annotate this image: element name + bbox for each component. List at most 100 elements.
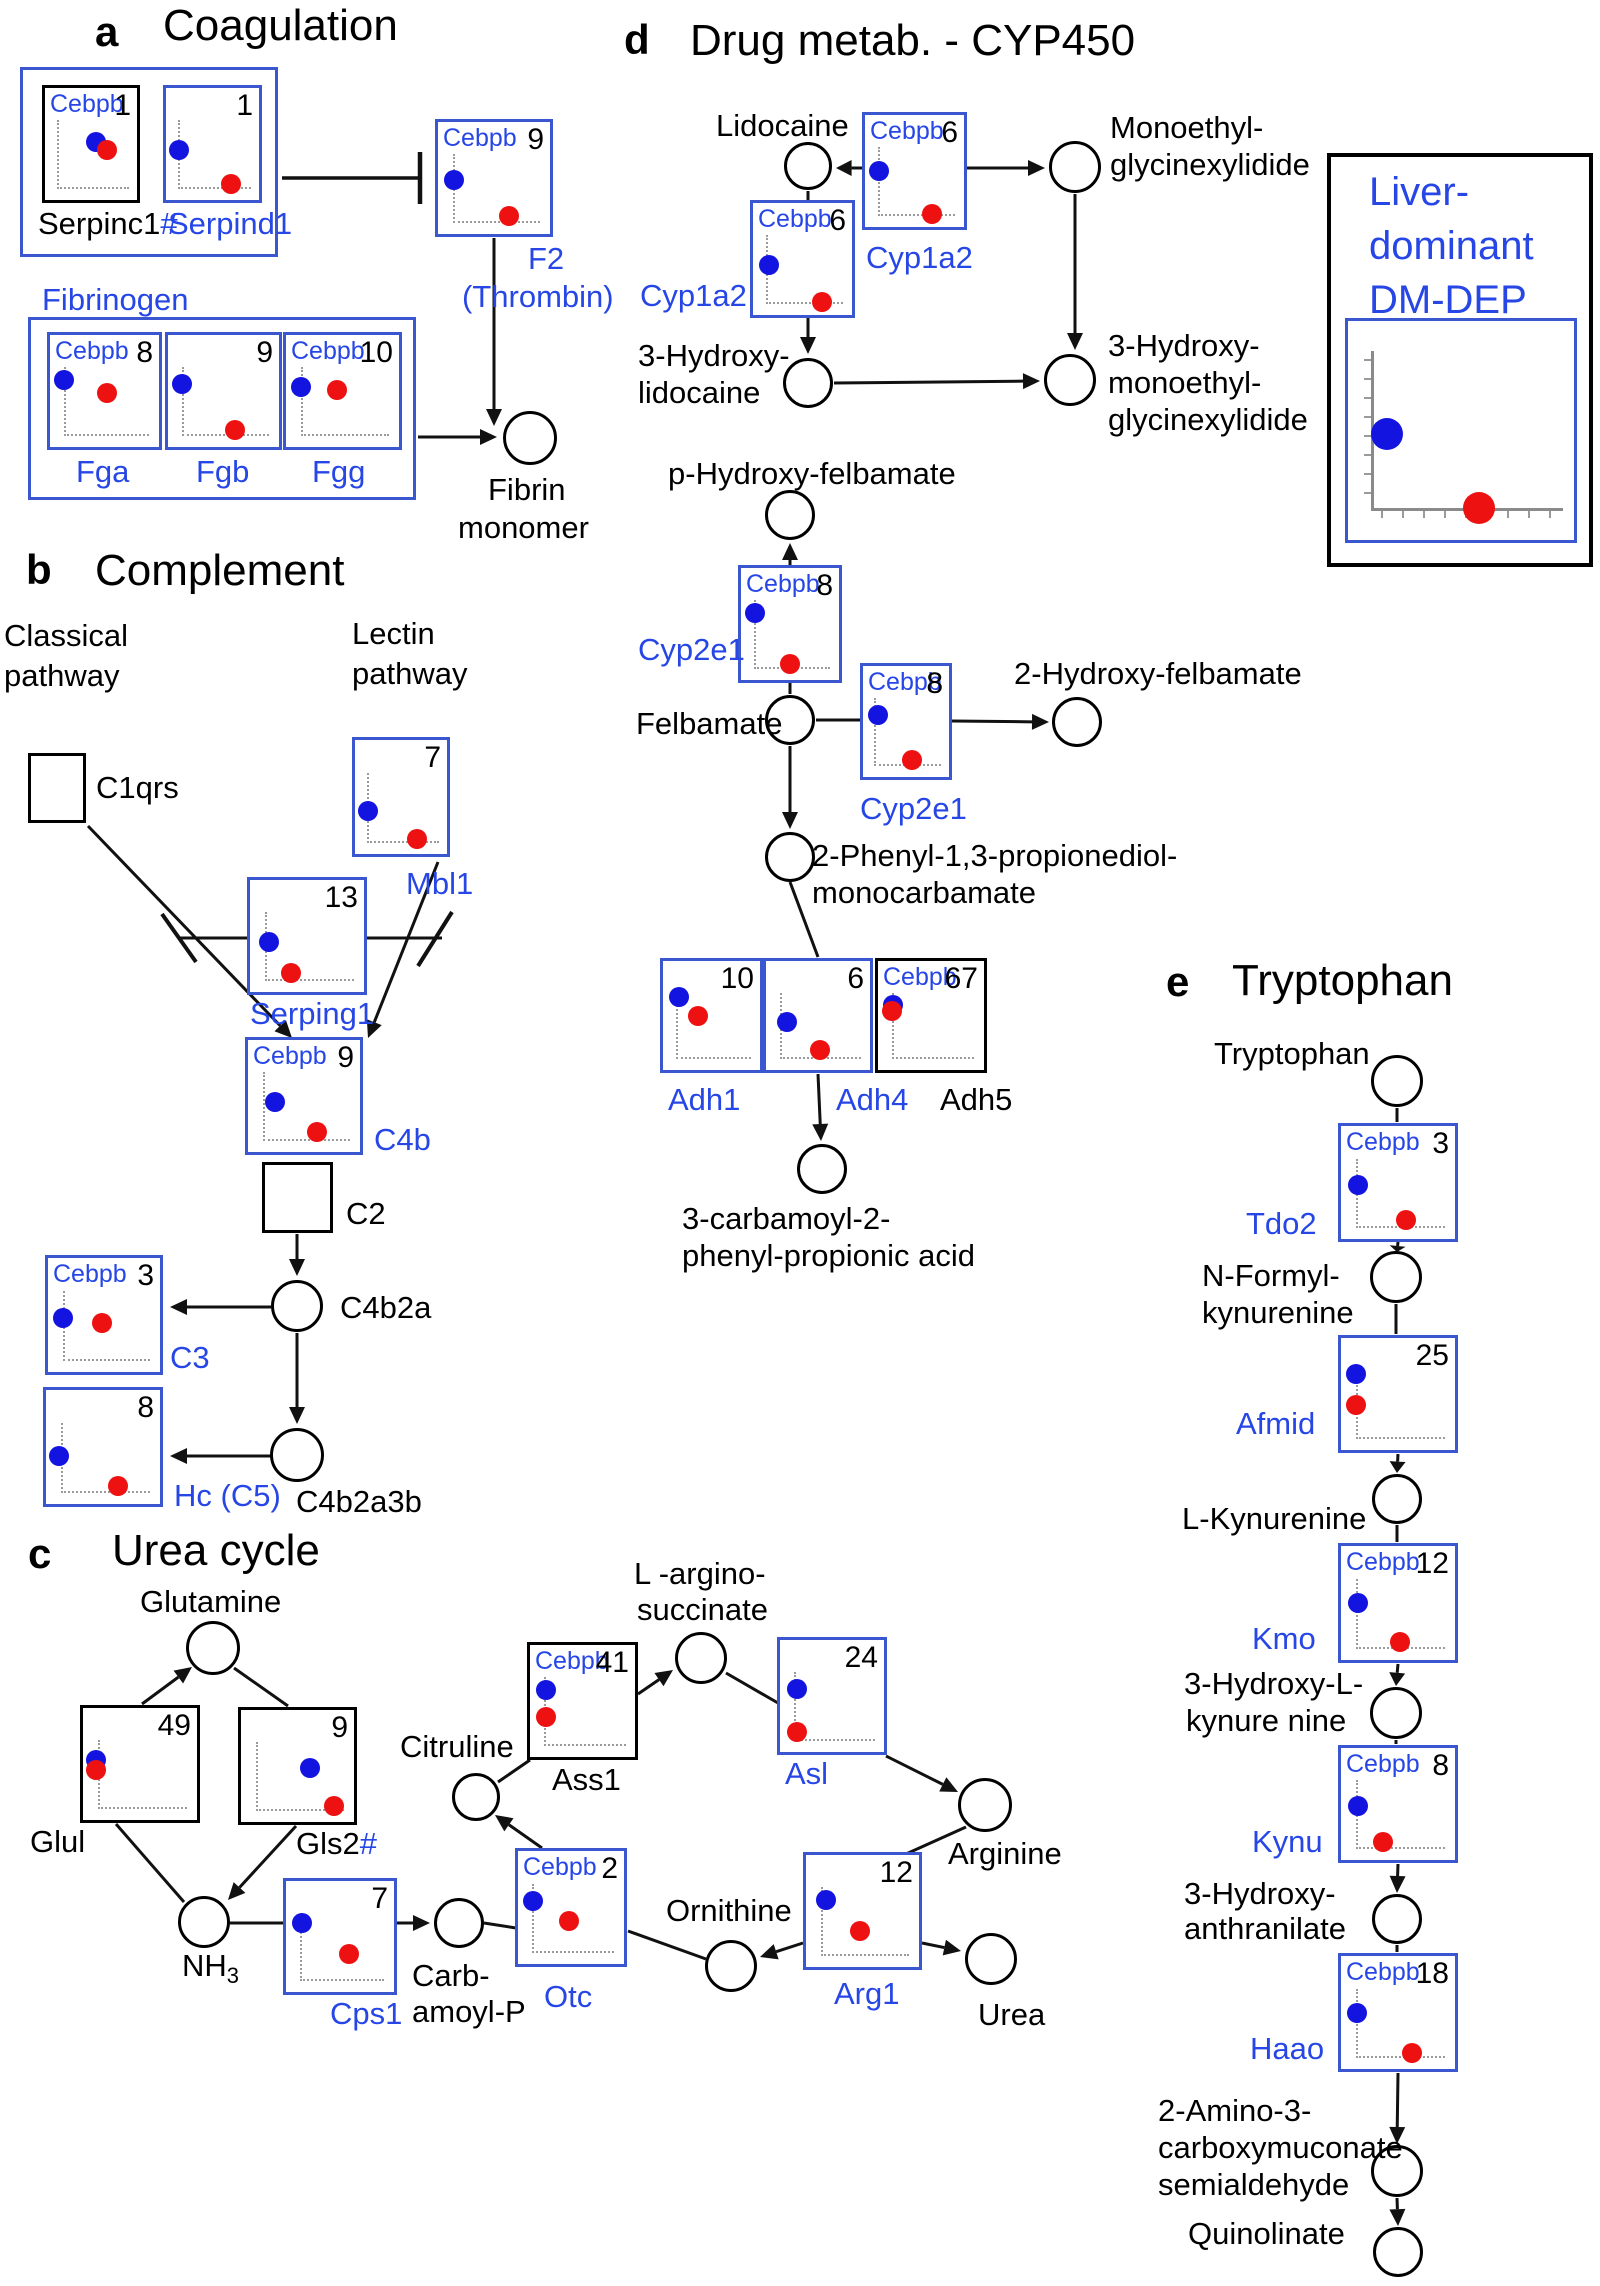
cebpb-label: Cebpb [746,570,820,598]
label-cyp1a2: Cyp1a2 [866,240,973,275]
red-dot [323,1796,344,1817]
blue-dot [443,170,464,191]
label-arginine: Arginine [948,1836,1062,1871]
plot-axes [60,1423,150,1493]
label-kmo: Kmo [1252,1621,1316,1656]
cebpb-label: Cebpb [1346,1128,1420,1156]
red-dot [224,420,245,441]
label-complement: Complement [95,546,345,595]
red-dot [881,1001,902,1022]
red-dot [810,1040,831,1061]
cebpb-label: Cebpb [50,90,124,118]
label-3-hydroxy: 3-Hydroxy- [638,338,790,373]
label-glutamine: Glutamine [140,1584,282,1619]
blue-dot [535,1679,556,1700]
label-glycinexylidide: glycinexylidide [1110,147,1310,182]
label-gls2: Gls2# [296,1826,377,1861]
metabolite-tryptophan [1371,1055,1423,1107]
label-kynu: Kynu [1252,1824,1323,1859]
label-fga: Fga [76,454,130,489]
plot-axes [300,1913,385,1981]
blue-dot [259,931,280,952]
plot-fgb: 9 [165,332,282,450]
edge-arg1-to-urea [921,1939,961,1956]
deg-count: 8 [136,336,153,369]
label-2-hydroxy-felbamate: 2-Hydroxy-felbamate [1014,656,1302,691]
red-dot [326,379,347,400]
metabolite-monoethylglycinexylidide [1049,141,1101,193]
metabolite-urea [965,1933,1017,1985]
plot-axes [820,1887,909,1956]
label-coagulation: Coagulation [163,1,398,50]
label-part: # [359,1826,377,1861]
metabolite-hydroxymonoethylglycinexylidide [1044,354,1096,406]
label-amoyl-p: amoyl-P [412,1994,526,2029]
label-urea: Urea [978,1997,1046,2032]
metabolite-hydroxylidocaine [783,358,833,408]
legend-blue-dot [1371,418,1403,450]
metabolite-c4b2a3b [270,1428,324,1482]
metabolite-ornithine [705,1940,757,1992]
label-cyp1a2: Cyp1a2 [640,278,747,313]
plot-axes [1355,1370,1445,1439]
label-2-amino-3: 2-Amino-3- [1158,2093,1312,2128]
label-b: b [26,546,52,593]
cebpb-label: Cebpb [868,668,942,696]
edge-mbl1-to-c4b [366,861,440,1038]
red-dot [535,1706,556,1727]
label-pathway: pathway [352,656,468,691]
metabolite-arginine [958,1778,1012,1832]
deg-count: 9 [256,336,273,369]
blue-dot [54,369,75,390]
label-otc: Otc [544,1979,593,2014]
plot-adh4: 6 [763,958,873,1073]
legend-red-dot [1463,492,1495,524]
cebpb-label: Cebpb [535,1647,609,1675]
plot-gls2: 9 [238,1707,357,1825]
label-a: a [95,8,119,55]
blue-dot [292,1913,313,1934]
blue-dot [172,374,193,395]
blue-dot [169,139,190,160]
plot-adh1: 10 [660,958,763,1073]
deg-count: 3 [1432,1127,1449,1160]
label-afmid: Afmid [1236,1406,1316,1441]
metabolite-amino-carboxymuconate [1371,2145,1423,2197]
label-semialdehyde: semialdehyde [1158,2167,1350,2202]
label-classical: Classical [4,618,129,653]
deg-count: 7 [424,741,441,774]
metabolite-felbamate [765,695,815,745]
label-3-hydroxy: 3-Hydroxy- [1184,1876,1336,1911]
plot-hc-c5: 8 [43,1387,163,1507]
metabolite-p-hydroxy-felbamate [765,490,815,540]
label-carb: Carb- [412,1958,490,1993]
label-kynurenine: kynurenine [1202,1295,1354,1330]
label-lectin: Lectin [352,616,435,651]
label-monoethyl: monoethyl- [1108,365,1262,400]
edge-cps1-to-carbamoylp [397,1915,430,1931]
edge-arg1-to-ornithine [760,1941,804,1960]
label-drug-metab-cyp450: Drug metab. - CYP450 [690,16,1136,65]
plot-axes [300,367,389,436]
label-3-hydroxy: 3-Hydroxy- [1108,328,1260,363]
cebpb-label: Cebpb [1346,1548,1420,1576]
red-dot [786,1721,807,1742]
deg-count: 10 [720,962,754,995]
red-dot [922,203,943,224]
label-c4b2a3b: C4b2a3b [296,1484,422,1519]
deg-count: 6 [829,204,846,237]
label-2-phenyl-1-3-propionediol: 2-Phenyl-1,3-propionediol- [812,838,1178,873]
red-dot [1345,1395,1366,1416]
blue-dot [1348,1593,1369,1613]
red-dot [96,139,117,160]
cebpb-label: Cebpb [253,1042,327,1070]
label-serpind1: Serpind1 [168,206,293,241]
label-tryptophan: Tryptophan [1232,956,1453,1005]
label-arg1: Arg1 [834,1976,900,2011]
red-dot [687,1005,708,1026]
red-dot [812,291,833,312]
